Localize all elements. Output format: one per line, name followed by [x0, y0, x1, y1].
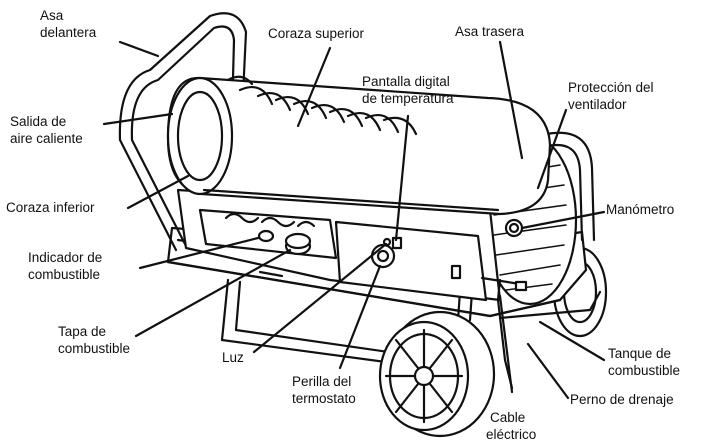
front-wheel	[380, 312, 494, 436]
label-proteccion-ventilador: Protección del ventilador	[568, 80, 657, 112]
label-tanque-combustible: Tanque de combustible	[608, 346, 680, 378]
label-coraza-inferior: Coraza inferior	[6, 200, 95, 215]
label-cable-electrico: Cable eléctrico	[486, 410, 536, 442]
label-luz: Luz	[222, 350, 244, 365]
label-manometro: Manómetro	[606, 202, 674, 217]
leader-asa-delantera	[120, 42, 158, 56]
upper-shell	[168, 77, 550, 214]
label-salida-aire: Salida de aire caliente	[10, 114, 83, 146]
label-coraza-superior: Coraza superior	[268, 26, 365, 41]
leader-perno-drenaje	[528, 344, 568, 398]
label-tapa-combustible: Tapa de combustible	[58, 324, 130, 356]
label-perilla-termostato: Perilla del termostato	[292, 374, 356, 406]
label-asa-trasera: Asa trasera	[455, 24, 525, 39]
label-asa-delantera: Asa delantera	[40, 8, 97, 40]
label-perno-drenaje: Perno de drenaje	[570, 392, 674, 407]
label-indicador-combustible: Indicador de combustible	[28, 250, 106, 282]
leader-salida-aire	[104, 114, 172, 124]
